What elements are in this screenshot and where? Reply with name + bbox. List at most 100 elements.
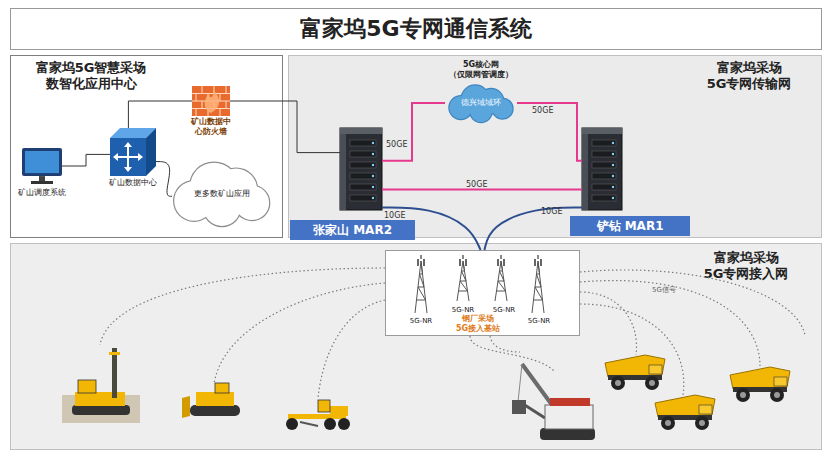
diagram-title: 富家坞5G专网通信系统: [11, 16, 821, 42]
server-shape: [350, 140, 376, 146]
node-label: 更多数矿山应用: [186, 189, 258, 199]
connector: [230, 101, 340, 153]
towers-shape: [462, 271, 467, 281]
server-shape: [350, 151, 376, 157]
title-bar: 富家坞5G专网通信系统: [10, 8, 822, 50]
towers-shape: [498, 281, 506, 291]
firewall-shape: [220, 109, 221, 117]
server-shape: [372, 153, 374, 155]
cube-shape: [146, 128, 156, 176]
connector: [62, 154, 110, 166]
panel: 5G-NR5G-NR5G-NR5G-NR钢厂采场 5G接入基站富家坞采场 5G专…: [10, 243, 822, 450]
firewall-icon: [192, 86, 230, 116]
connector: [128, 101, 192, 128]
towers-shape: [418, 287, 424, 288]
towers-shape: [459, 291, 468, 292]
firewall-shape: [192, 93, 230, 94]
towers-shape: [534, 300, 543, 301]
server-shape: [592, 195, 616, 201]
server-shape: [340, 128, 346, 210]
towers-shape: [465, 259, 467, 266]
panel-heading: 富家坞采场 5G专网接入网: [681, 250, 811, 281]
monitor-shape: [25, 151, 59, 173]
towers-shape: [497, 259, 499, 266]
core-cloud: 5G核心网 （仅限网管调度）德兴域域环: [445, 84, 517, 122]
monitor-shape: [22, 148, 62, 176]
towers-shape: [537, 274, 542, 287]
server-shape: [582, 128, 622, 210]
base-station-box: 5G-NR5G-NR5G-NR5G-NR钢厂采场 5G接入基站: [385, 250, 580, 336]
monitor-shape: [39, 176, 45, 181]
towers-shape: [497, 291, 506, 292]
server-icon: [582, 128, 622, 210]
link-label: 50GE: [532, 106, 553, 115]
server-shape: [350, 162, 376, 168]
towers-shape: [495, 261, 507, 301]
towers-shape: [495, 261, 507, 301]
towers-shape: [462, 255, 464, 259]
server-shape: [592, 140, 616, 146]
firewall-shape: [192, 86, 230, 116]
server-shape: [350, 184, 376, 190]
connector: [484, 208, 582, 250]
towers-shape: [420, 274, 425, 287]
cube-shape: [115, 144, 141, 170]
server-shape: [612, 164, 614, 166]
connector: [517, 103, 582, 161]
server-node: 铲钻 MAR1: [582, 128, 622, 210]
node-label: 钢厂采场 5G接入基站: [448, 314, 508, 333]
firewall-shape: [196, 94, 197, 102]
server-shape: [592, 173, 616, 179]
node-label: 矿山调度系统: [12, 188, 72, 198]
towers-shape: [417, 300, 426, 301]
towers-shape: [501, 261, 503, 271]
firewall-shape: [226, 86, 227, 94]
towers-shape: [537, 255, 539, 259]
link-label: 50GE: [466, 180, 487, 189]
node-label: 5G-NR: [522, 317, 556, 325]
server-shape: [592, 184, 616, 190]
node-label: 5G-NR: [446, 306, 480, 314]
server-shape: [582, 128, 622, 134]
node-label: 张家山 MAR2: [290, 220, 415, 240]
towers-shape: [460, 281, 468, 291]
cube-shape: [110, 138, 146, 176]
firewall-shape: [202, 86, 203, 94]
firewall-shape: [192, 86, 230, 116]
panel-heading: 富家坞5G智慧采场 数智化应用中心: [16, 60, 166, 91]
towers-shape: [415, 261, 427, 313]
node-label: 矿山数据中 心防火墙: [184, 117, 238, 136]
link-label: 50GE: [386, 140, 407, 149]
monitor-shape: [31, 181, 53, 184]
server-shape: [350, 195, 376, 201]
towers-shape: [535, 287, 541, 288]
node-label: 德兴域域环: [445, 98, 517, 108]
server-shape: [340, 128, 382, 210]
server-shape: [350, 173, 376, 179]
server-shape: [372, 186, 374, 188]
towers-shape: [532, 261, 544, 313]
node-label: 5G-NR: [487, 306, 521, 314]
monitor-node: 矿山调度系统: [22, 148, 62, 184]
towers-shape: [535, 287, 543, 300]
towers-shape: [540, 259, 542, 266]
server-shape: [592, 151, 616, 157]
firewall-shape: [202, 101, 203, 109]
towers-shape: [498, 281, 504, 282]
towers-shape: [418, 287, 426, 300]
firewall-node: 矿山数据中 心防火墙: [192, 86, 230, 116]
server-shape: [612, 153, 614, 155]
towers-shape: [538, 261, 540, 274]
towers-shape: [457, 261, 469, 301]
monitor-icon: [22, 148, 62, 184]
connector: [382, 208, 481, 250]
server-shape: [612, 175, 614, 177]
firewall-shape: [205, 90, 219, 113]
node-label: 5G-NR: [404, 317, 438, 325]
towers-shape: [420, 255, 422, 259]
node-label: 铲钻 MAR1: [570, 216, 690, 236]
firewall-shape: [226, 101, 227, 109]
towers-shape: [500, 271, 505, 281]
towers-shape: [503, 259, 505, 266]
